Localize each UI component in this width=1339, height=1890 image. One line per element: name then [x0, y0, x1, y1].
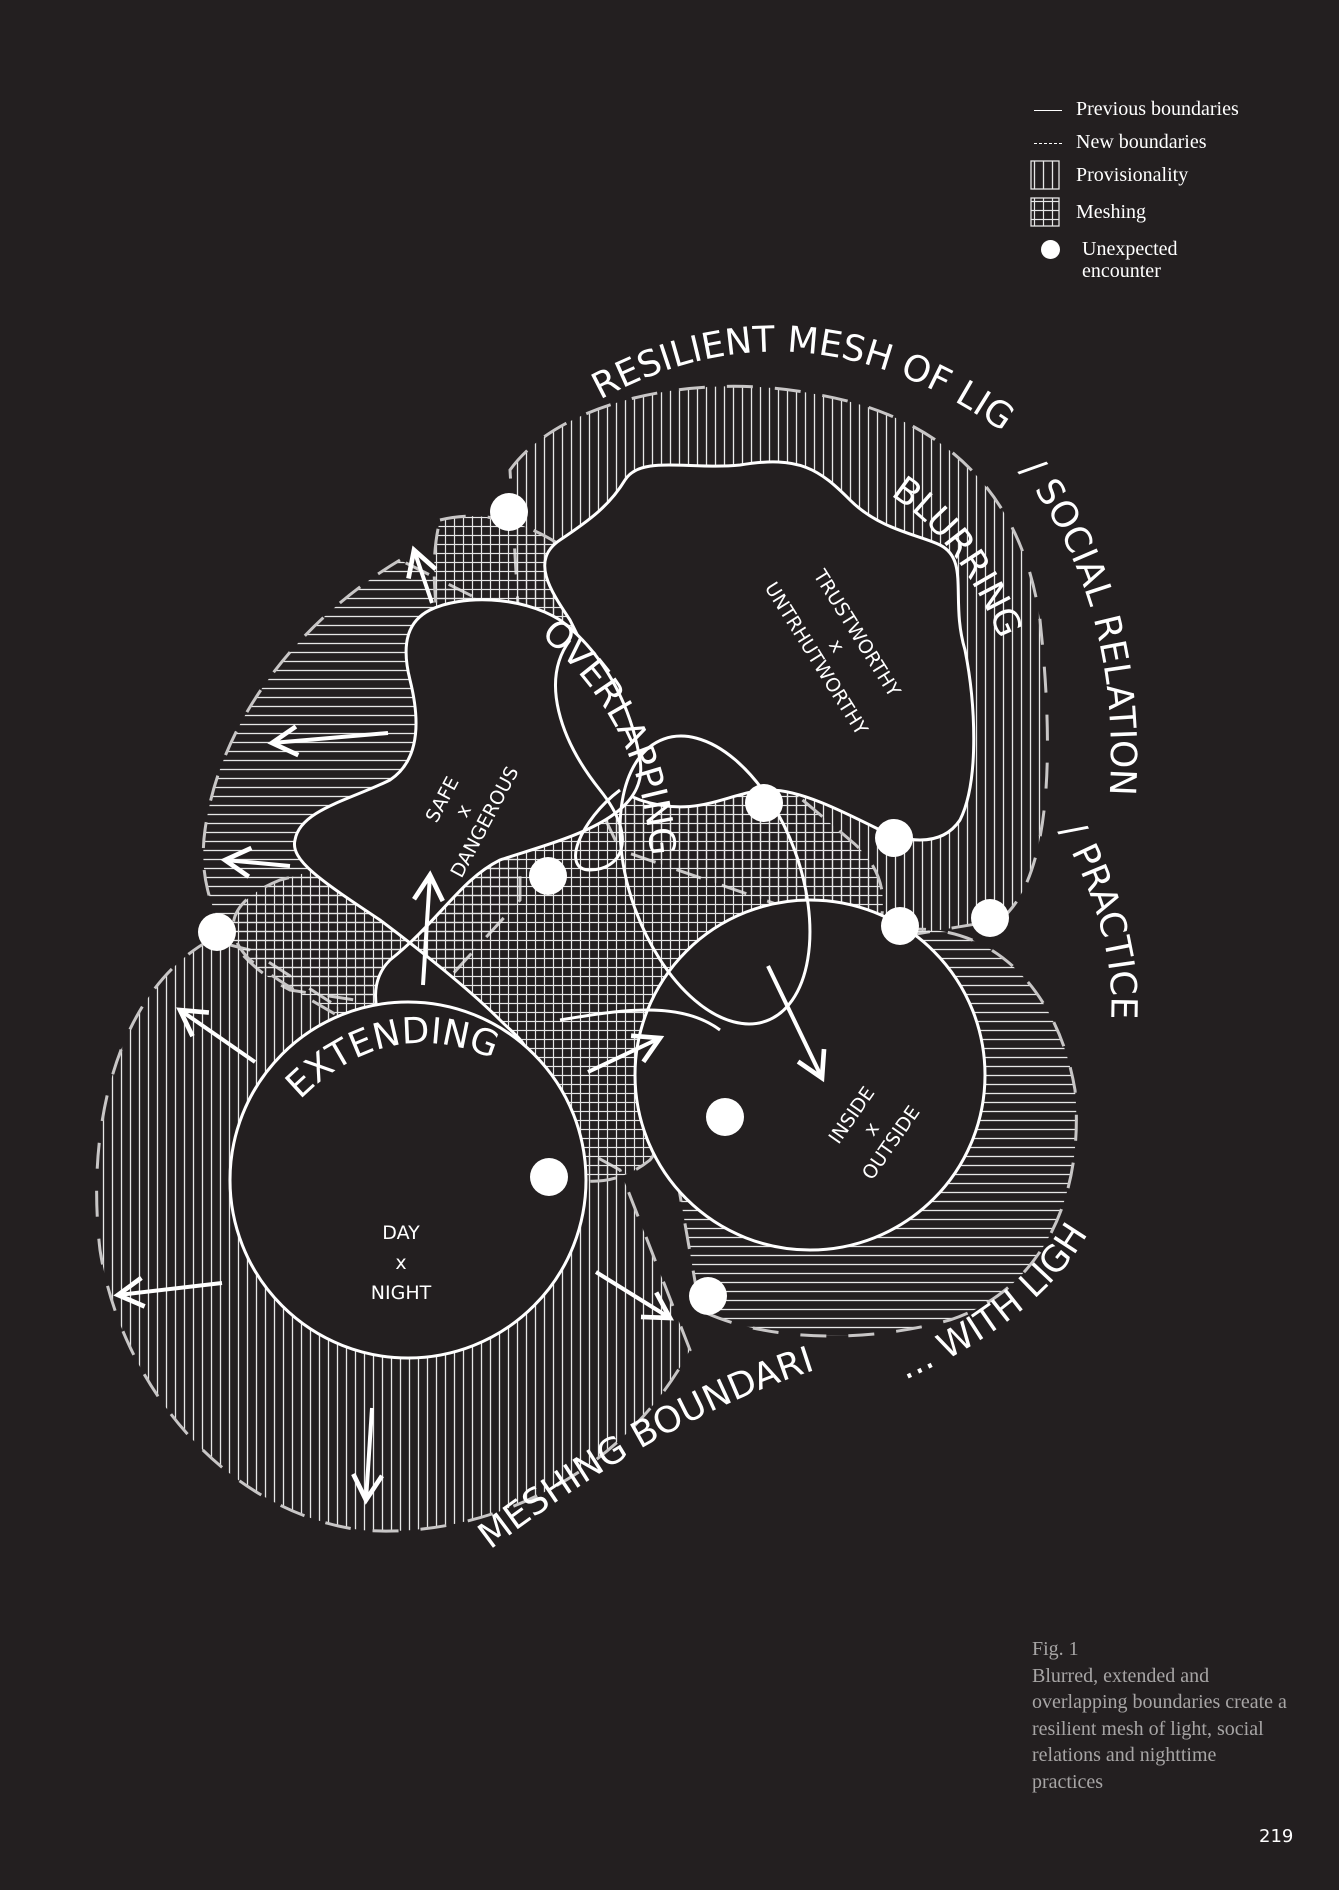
encounter-point: [490, 493, 528, 531]
legend-meshing: Meshing: [1030, 197, 1239, 227]
binary-bottom: NIGHT: [371, 1282, 432, 1304]
vertical-hatch-icon: [1030, 160, 1060, 190]
binary-top: DAY: [382, 1222, 420, 1244]
solid-line-icon: [1030, 98, 1066, 120]
filled-circle-icon: [1040, 238, 1062, 260]
previous-boundaries: [228, 460, 987, 1360]
encounter-point: [971, 899, 1009, 937]
encounter-point: [706, 1098, 744, 1136]
binary-x: x: [395, 1252, 406, 1274]
legend-provisionality: Provisionality: [1030, 160, 1239, 190]
figure-caption: Fig. 1 Blurred, extended and overlapping…: [1032, 1636, 1292, 1795]
page-number: 219: [1259, 1826, 1294, 1847]
legend-previous-boundaries: Previous boundaries: [1030, 98, 1239, 120]
binary-day: DAY x NIGHT: [371, 1222, 432, 1304]
encounter-point: [875, 819, 913, 857]
overlap-boundaries: [554, 639, 812, 1032]
legend-unexpected-encounter: Unexpected encounter: [1030, 238, 1239, 282]
encounter-point: [881, 907, 919, 945]
grid-hatch-icon: [1030, 197, 1060, 227]
label-resilient-mesh: RESILIENT MESH OF LIGHT: [0, 0, 1021, 439]
encounter-point: [689, 1277, 727, 1315]
encounter-point: [530, 1158, 568, 1196]
unexpected-encounters: [198, 493, 1009, 1315]
encounter-point: [529, 857, 567, 895]
encounter-point: [198, 913, 236, 951]
legend-new-boundaries: New boundaries: [1030, 131, 1239, 153]
caption-text: Blurred, extended and overlapping bounda…: [1032, 1664, 1287, 1793]
day-night-region: [228, 1000, 588, 1360]
dashed-line-icon: [1030, 131, 1066, 153]
legend: Previous boundaries New boundaries Provi…: [1030, 98, 1239, 293]
figure-number: Fig. 1: [1032, 1638, 1079, 1660]
encounter-point: [745, 784, 783, 822]
expansion-arrows: [113, 545, 827, 1505]
